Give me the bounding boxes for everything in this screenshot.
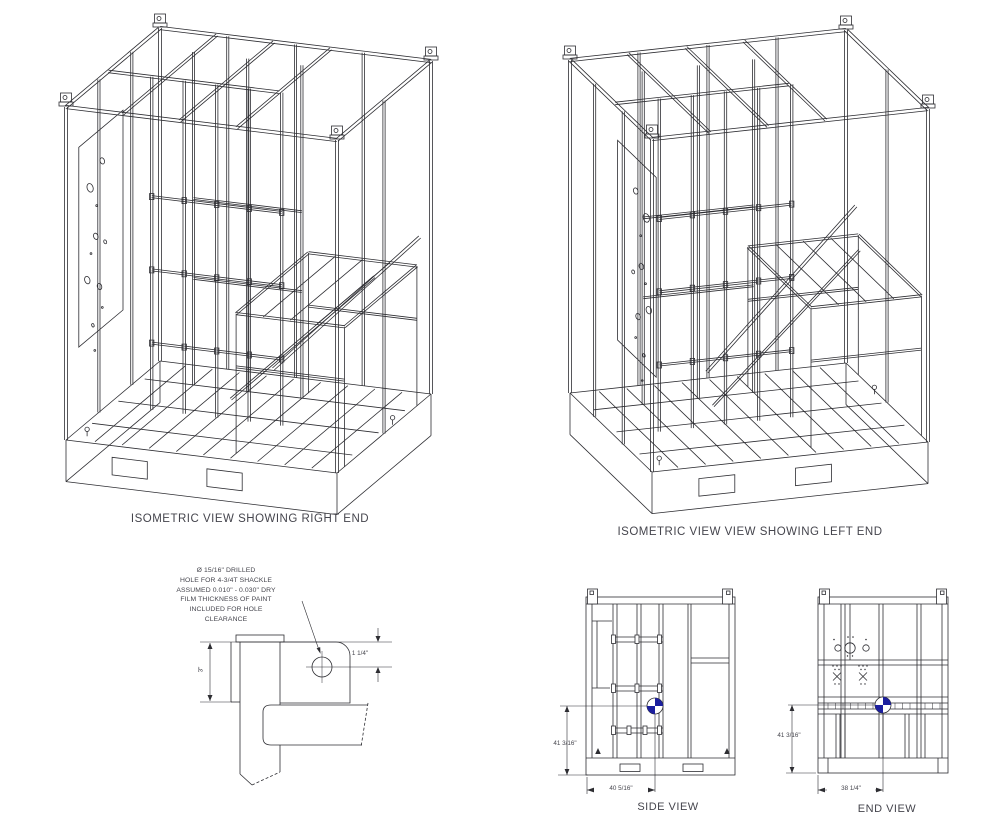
shackle-hole-note: Ø 15/16" DRILLED HOLE FOR 4-3/4T SHACKLE…	[140, 566, 312, 625]
fork-slot	[682, 763, 704, 772]
iso-right-title: ISOMETRIC VIEW SHOWING RIGHT END	[130, 513, 370, 525]
iso-left-title: ISOMETRIC VIEW VIEW SHOWING LEFT END	[617, 526, 883, 538]
side-view-drawing	[558, 588, 736, 794]
center-of-gravity-symbol	[560, 697, 664, 792]
end-view-drawing	[786, 588, 949, 794]
hole-offset-dimension: 1 1/4"	[351, 650, 369, 657]
side-view-label: SIDE VIEW	[637, 801, 699, 813]
isometric-right-end-drawing	[58, 13, 439, 515]
corner-casting	[587, 588, 598, 605]
note-line: CLEARANCE	[204, 615, 248, 623]
end-view-label: END VIEW	[857, 803, 917, 815]
end-cg-height-dimension: 41 3/16"	[777, 732, 801, 739]
leader-arrowhead	[316, 647, 321, 654]
end-cg-width-dimension: 38 1/4"	[827, 785, 875, 792]
plate-hole-pattern	[832, 636, 870, 685]
note-line: FILM THICKNESS OF PAINT	[180, 596, 272, 604]
note-line: INCLUDED FOR HOLE	[189, 606, 263, 614]
corner-casting	[722, 588, 733, 605]
note-line: HOLE FOR 4-3/4T SHACKLE	[179, 576, 273, 584]
corner-casting	[819, 588, 830, 605]
center-of-gravity-symbol	[788, 696, 892, 792]
shackle-lug-detail-drawing	[200, 600, 392, 786]
isometric-left-end-drawing	[562, 15, 936, 514]
lug-height-dimension: 3"	[197, 666, 205, 673]
fork-slot	[619, 763, 641, 772]
note-line: Ø 15/16" DRILLED	[196, 567, 256, 574]
note-line: ASSUMED 0.010" - 0.030" DRY	[176, 586, 276, 594]
cross-tube-end	[262, 704, 272, 746]
side-cg-length-dimension: 40 5/16"	[594, 785, 648, 792]
corner-casting	[936, 588, 947, 605]
side-cg-height-dimension: 41 3/16"	[553, 740, 577, 747]
lifting-lug-plate	[280, 641, 351, 704]
